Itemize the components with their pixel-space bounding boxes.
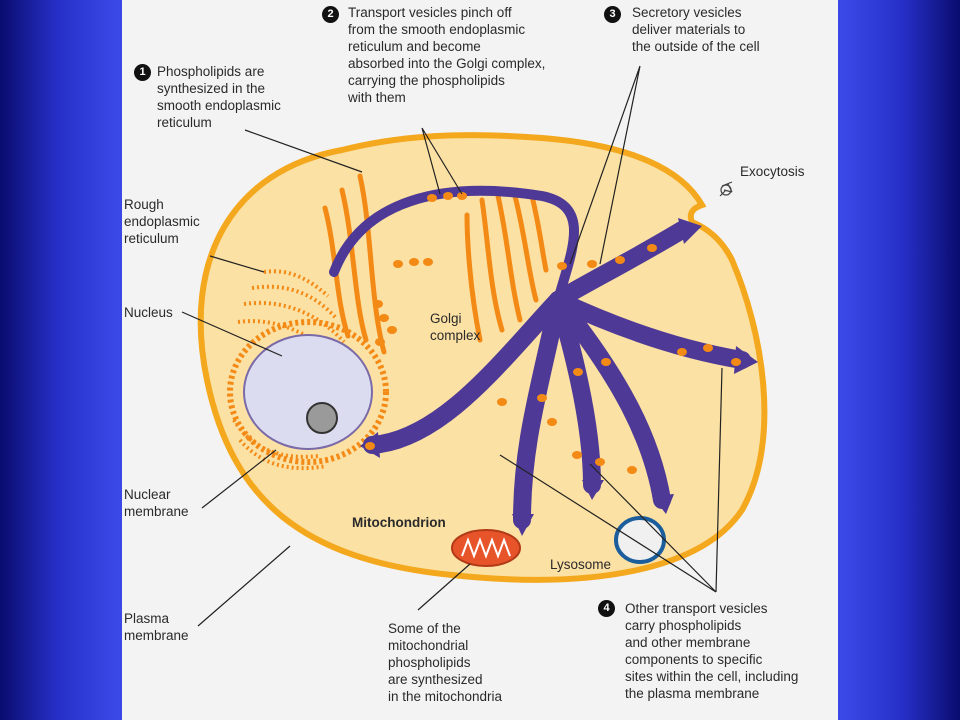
- vesicle: [557, 262, 567, 270]
- label-lysosome: Lysosome: [550, 557, 612, 572]
- label-mitochondrion: Mitochondrion: [352, 515, 446, 530]
- arrowhead-3: [512, 514, 534, 536]
- step-4-text: Other transport vesicles carry phospholi…: [625, 601, 799, 701]
- transport-arrows: [329, 185, 758, 536]
- arrowhead-0: [678, 218, 702, 244]
- label-golgi: Golgi complex: [430, 311, 481, 343]
- nucleolus: [306, 402, 338, 434]
- mitochondrion: [451, 529, 521, 567]
- step-2-number: 2: [322, 6, 339, 23]
- step-1-text: Phospholipids are synthesized in the smo…: [157, 64, 281, 130]
- vesicle: [647, 244, 657, 252]
- vesicle: [365, 442, 375, 450]
- transport-arrow-3: [363, 291, 567, 454]
- vesicle: [393, 260, 403, 268]
- vesicle: [379, 314, 389, 322]
- label-rough-er: Rough endoplasmic reticulum: [124, 197, 200, 246]
- label-plasma-membrane: Plasma membrane: [124, 611, 189, 643]
- lysosome: [614, 516, 666, 564]
- vesicle: [387, 326, 397, 334]
- step-3-number: 3: [604, 6, 621, 23]
- vesicle: [587, 260, 597, 268]
- vesicle: [443, 192, 453, 200]
- vesicle: [601, 358, 611, 366]
- vesicle: [677, 348, 687, 356]
- transport-arrow-1: [549, 221, 691, 309]
- vesicle: [497, 398, 507, 406]
- transport-arrow-0: [329, 185, 579, 305]
- step-2-text: Transport vesicles pinch off from the sm…: [348, 5, 546, 105]
- transport-arrow-4: [513, 291, 567, 529]
- vesicle: [537, 394, 547, 402]
- step-1-number: 1: [134, 64, 151, 81]
- transport-arrow-6: [549, 291, 671, 509]
- cell-diagram: [181, 65, 768, 627]
- vesicle: [595, 458, 605, 466]
- vesicle: [572, 451, 582, 459]
- arrowhead-5: [652, 494, 674, 514]
- arrowhead-4: [582, 480, 604, 500]
- nucleus: [243, 334, 373, 450]
- label-exocytosis: Exocytosis: [740, 164, 805, 179]
- vesicle: [703, 344, 713, 352]
- transport-arrow-5: [549, 291, 601, 494]
- nuclear-envelope: [227, 319, 389, 465]
- leader-lines: [181, 65, 723, 627]
- step-3-text: Secretory vesicles deliver materials to …: [632, 5, 760, 54]
- label-mito-note: Some of the mitochondrial phospholipids …: [388, 621, 503, 704]
- vesicle: [373, 300, 383, 308]
- vesicle: [409, 258, 419, 266]
- exocytosis-particles: [719, 181, 733, 197]
- vesicle: [731, 358, 741, 366]
- diagram-panel: 1 Phospholipids are synthesized in the s…: [122, 0, 838, 720]
- vesicle: [573, 368, 583, 376]
- label-nuclear-membrane: Nuclear membrane: [124, 487, 189, 519]
- vesicle: [423, 258, 433, 266]
- transport-arrow-2: [549, 291, 751, 369]
- vesicle: [615, 256, 625, 264]
- vesicle: [457, 192, 467, 200]
- vesicles: [365, 192, 741, 474]
- arrowhead-1: [734, 346, 758, 374]
- vesicle: [427, 194, 437, 202]
- step-4-number: 4: [598, 600, 615, 617]
- vesicle: [627, 466, 637, 474]
- label-nucleus: Nucleus: [124, 305, 173, 320]
- vesicle: [375, 338, 385, 346]
- vesicle: [547, 418, 557, 426]
